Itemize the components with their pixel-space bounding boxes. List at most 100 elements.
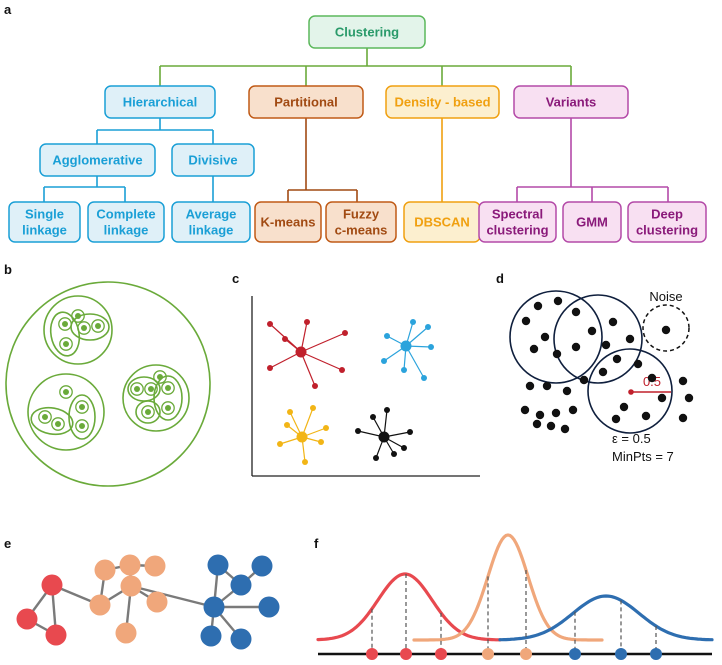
complete-linkage-node-label: linkage: [104, 223, 149, 238]
partitional-node-label: Partitional: [274, 95, 338, 110]
data-point: [551, 408, 561, 418]
graph-node-red: [16, 608, 38, 630]
data-point: [145, 409, 151, 415]
sample-point-peach: [520, 648, 532, 660]
density-based-node: Density - based: [385, 85, 500, 119]
data-point: [428, 344, 434, 350]
sample-point-peach: [482, 648, 494, 660]
yellow-cluster: [277, 405, 329, 465]
data-point: [542, 381, 552, 391]
data-point: [553, 296, 563, 306]
gmm-node: GMM: [562, 201, 622, 243]
data-point: [535, 410, 545, 420]
data-point: [529, 344, 539, 354]
data-point: [148, 386, 154, 392]
hierarchical-node-label: Hierarchical: [123, 95, 197, 110]
sample-point-red: [400, 648, 412, 660]
average-linkage-node-label: linkage: [189, 223, 234, 238]
point-ring: [75, 400, 89, 414]
outer-cluster-circle: [5, 281, 211, 487]
dbscan-node-label: DBSCAN: [414, 215, 470, 230]
data-point: [657, 393, 667, 403]
sample-point-blue: [569, 648, 581, 660]
data-point: [157, 374, 163, 380]
inner-cluster-ellipse: [135, 400, 161, 424]
data-point: [312, 383, 318, 389]
data-point: [373, 455, 379, 461]
assignment-line: [300, 351, 316, 387]
data-point: [165, 405, 171, 411]
data-point: [571, 342, 581, 352]
data-point: [79, 423, 85, 429]
data-point: [304, 319, 310, 325]
density-based-node-label: Density - based: [394, 95, 490, 110]
spectral-clustering-node-box: [478, 201, 557, 243]
noise-point: [661, 325, 671, 335]
point-ring: [38, 410, 52, 424]
centroid-point: [378, 431, 390, 443]
panel-d-letter: d: [496, 271, 504, 286]
graph-node-red: [45, 624, 67, 646]
point-ring: [161, 381, 175, 395]
data-point: [302, 459, 308, 465]
divisive-node-label: Divisive: [188, 153, 237, 168]
agglomerative-node-box: [39, 143, 156, 177]
data-point: [560, 424, 570, 434]
data-point: [546, 421, 556, 431]
centroid-point: [296, 431, 308, 443]
inner-cluster-ellipse: [30, 406, 74, 436]
point-ring: [141, 405, 155, 419]
data-point: [678, 376, 688, 386]
noise-label: Noise: [649, 289, 682, 304]
data-point: [552, 349, 562, 359]
data-point: [62, 321, 68, 327]
point-ring: [153, 370, 167, 384]
data-point: [678, 413, 688, 423]
average-linkage-node-label: Average: [186, 207, 237, 222]
graph-node-blue: [251, 555, 273, 577]
data-point: [598, 367, 608, 377]
agglomerative-node: Agglomerative: [39, 143, 156, 177]
data-point: [63, 341, 69, 347]
point-ring: [58, 317, 72, 331]
deep-clustering-node-label: clustering: [636, 223, 698, 238]
data-point: [310, 405, 316, 411]
data-point: [410, 319, 416, 325]
red-gaussian-curve: [316, 572, 502, 642]
graph-node-blue: [207, 554, 229, 576]
complete-linkage-node-label: Complete: [96, 207, 155, 222]
nested-clusters-illustration: [5, 281, 211, 487]
graph-node-peach: [146, 591, 168, 613]
fuzzy-cmeans-node-label: Fuzzy: [343, 207, 380, 222]
average-linkage-node-box: [171, 201, 251, 243]
data-point: [612, 354, 622, 364]
panel-b-letter: b: [4, 262, 12, 277]
divisive-node-box: [171, 143, 255, 177]
subcluster-circle: [27, 373, 105, 451]
data-point: [641, 411, 651, 421]
data-point: [401, 445, 407, 451]
data-point: [165, 385, 171, 391]
point-ring: [75, 419, 89, 433]
root-node: Clustering: [308, 15, 426, 49]
fuzzy-cmeans-node-box: [325, 201, 397, 243]
data-point: [401, 367, 407, 373]
data-point: [391, 451, 397, 457]
graph-node-peach: [120, 575, 142, 597]
point-ring: [161, 401, 175, 415]
data-point: [370, 414, 376, 420]
hierarchical-node-box: [104, 85, 216, 119]
data-point: [587, 326, 597, 336]
data-point: [407, 429, 413, 435]
data-point: [532, 419, 542, 429]
core-point-center: [628, 389, 634, 395]
red-cluster: [267, 319, 348, 389]
blue-cluster: [381, 319, 434, 381]
graph-node-blue: [203, 596, 225, 618]
noise-circle: [642, 304, 690, 352]
data-point: [323, 425, 329, 431]
